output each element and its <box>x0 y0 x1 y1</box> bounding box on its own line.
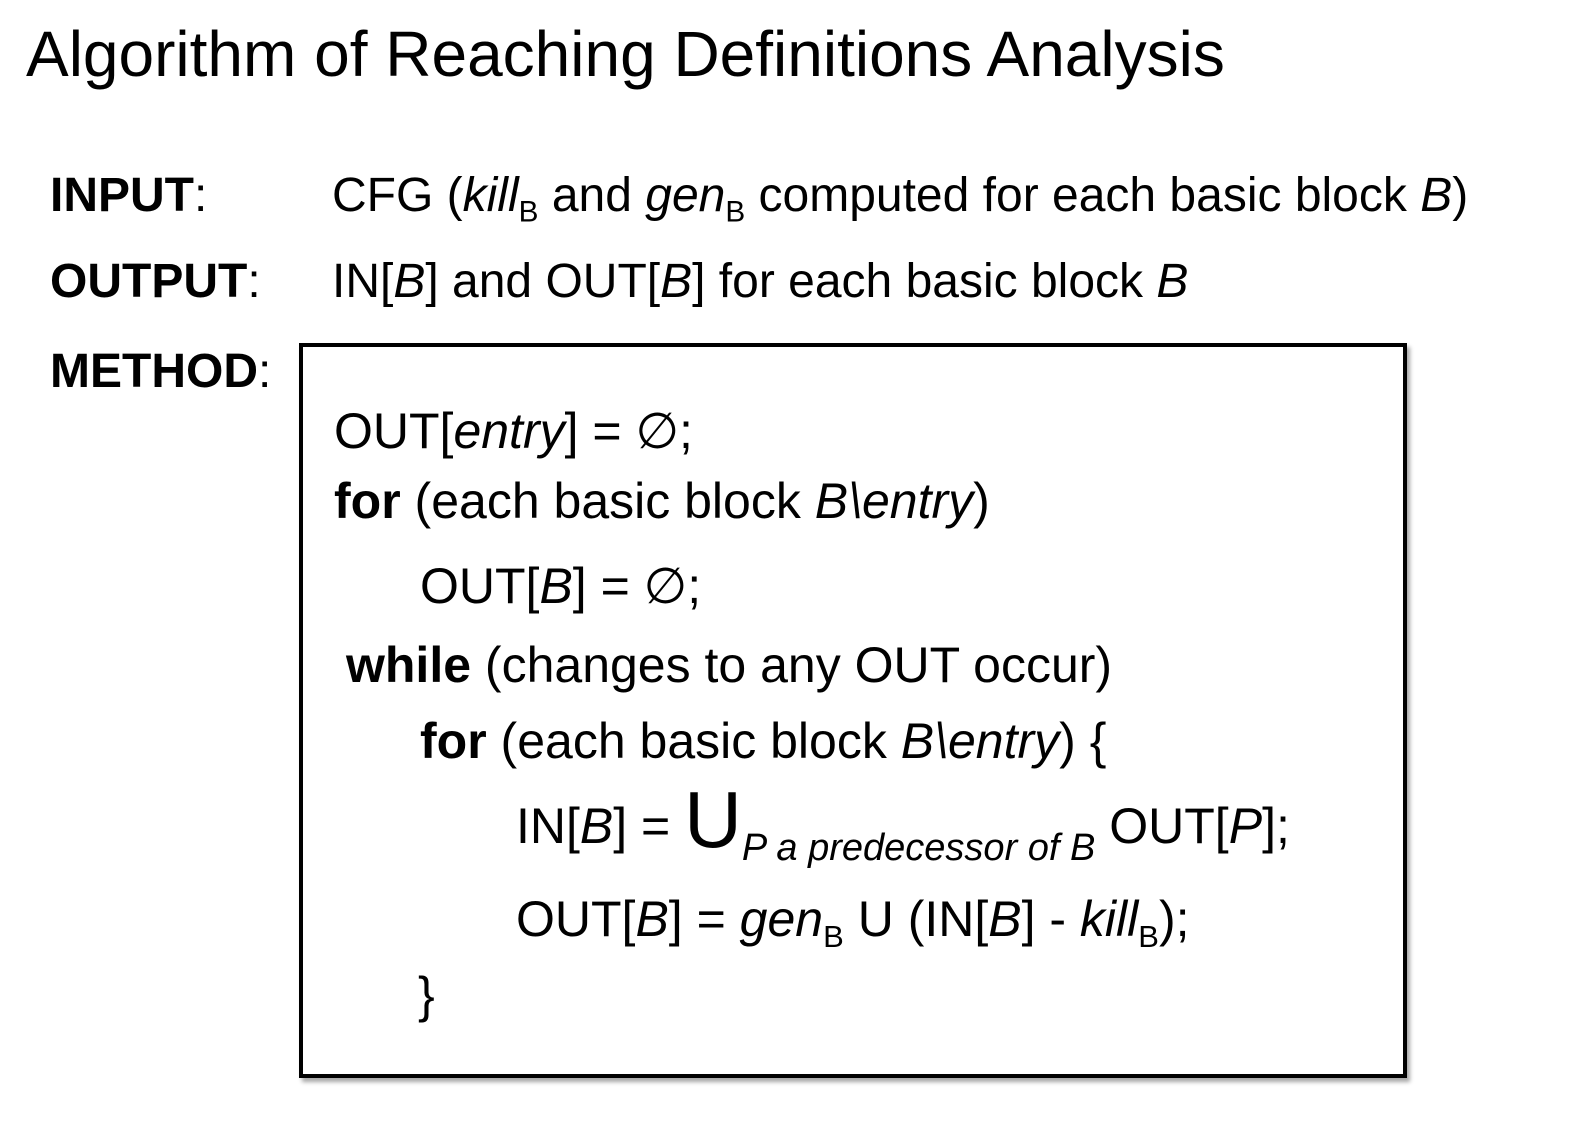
block-entry-var: B\entry <box>900 713 1060 769</box>
code-text: OUT[ <box>420 558 540 614</box>
method-label: METHOD: <box>50 344 271 400</box>
method-line-5: for (each basic block B\entry) { <box>420 712 1106 770</box>
code-text: ]; <box>1262 798 1290 854</box>
entry-var: entry <box>453 403 565 459</box>
input-label-text: INPUT <box>50 169 194 222</box>
code-text: OUT[ <box>516 891 636 947</box>
code-text: ] = ∅; <box>564 403 693 459</box>
kill-subscript: B <box>1138 918 1159 954</box>
method-line-7: OUT[B] = genB U (IN[B] - killB); <box>516 890 1190 952</box>
pred-var: P <box>1228 798 1263 854</box>
code-text: ); <box>1158 891 1190 947</box>
for-keyword: for <box>334 473 401 529</box>
input-desc-part: CFG ( <box>332 169 463 222</box>
code-text: OUT[ <box>1095 798 1229 854</box>
code-text: IN[ <box>516 798 580 854</box>
code-text: ] = <box>668 891 740 947</box>
input-description: CFG (killB and genB computed for each ba… <box>332 168 1469 227</box>
method-line-1: OUT[entry] = ∅; <box>334 402 693 460</box>
code-text: ] = <box>613 798 685 854</box>
block-var: B <box>539 558 573 614</box>
while-keyword: while <box>346 637 472 693</box>
output-label: OUTPUT: <box>50 254 261 310</box>
input-desc-part: and <box>538 169 646 222</box>
output-desc-part: ] for each basic block <box>692 255 1157 308</box>
input-desc-part: computed for each basic block <box>745 169 1421 222</box>
method-label-text: METHOD <box>50 345 258 398</box>
block-entry-var: B\entry <box>814 473 974 529</box>
code-text: ) <box>973 473 990 529</box>
input-colon: : <box>194 169 208 222</box>
output-desc-part: IN[ <box>332 255 394 308</box>
method-line-2: for (each basic block B\entry) <box>334 472 990 530</box>
output-description: IN[B] and OUT[B] for each basic block B <box>332 254 1188 310</box>
input-label: INPUT: <box>50 168 207 224</box>
predecessor-subscript: P a predecessor of B <box>741 827 1096 870</box>
gen-term: gen <box>739 891 824 947</box>
code-text: OUT[ <box>334 403 454 459</box>
method-colon: : <box>257 345 272 398</box>
kill-term: kill <box>1079 891 1139 947</box>
output-desc-part: ] and OUT[ <box>425 255 661 308</box>
code-text: (each basic block <box>400 473 815 529</box>
block-var: B <box>988 891 1022 947</box>
block-var: B <box>1156 255 1189 308</box>
gen-subscript: B <box>725 195 746 229</box>
page-title: Algorithm of Reaching Definitions Analys… <box>26 18 1225 90</box>
code-text: ] - <box>1021 891 1080 947</box>
gen-term: gen <box>645 169 726 222</box>
output-colon: : <box>247 255 261 308</box>
method-line-3: OUT[B] = ∅; <box>420 557 701 615</box>
method-line-4: while (changes to any OUT occur) <box>346 636 1112 694</box>
method-line-8: } <box>418 967 435 1023</box>
method-line-6: IN[B] = UP a predecessor of B OUT[P]; <box>516 780 1290 868</box>
code-text: (changes to any OUT occur) <box>471 637 1113 693</box>
code-text: ] = ∅; <box>572 558 702 614</box>
gen-subscript: B <box>823 918 844 954</box>
block-var: B <box>579 798 614 854</box>
kill-term: kill <box>462 169 519 222</box>
input-desc-part: ) <box>1452 169 1469 222</box>
output-label-text: OUTPUT <box>50 255 248 308</box>
code-text: ) { <box>1059 713 1107 769</box>
union-symbol: U <box>684 775 742 864</box>
code-text: U (IN[ <box>843 891 989 947</box>
for-keyword: for <box>420 713 487 769</box>
block-var: B <box>1420 169 1453 222</box>
block-var: B <box>635 891 669 947</box>
kill-subscript: B <box>518 195 539 229</box>
block-var: B <box>660 255 693 308</box>
method-box <box>299 343 1407 1078</box>
code-text: (each basic block <box>486 713 901 769</box>
block-var: B <box>393 255 426 308</box>
